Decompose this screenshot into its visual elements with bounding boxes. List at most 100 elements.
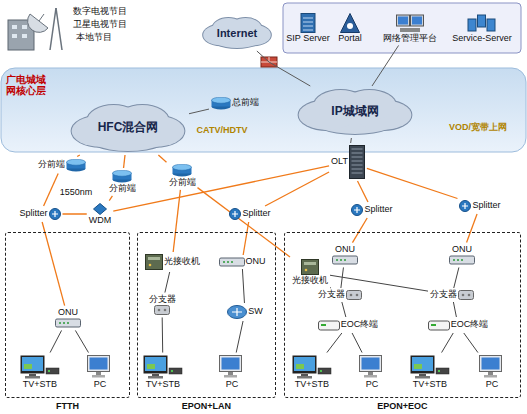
pc-icon — [219, 355, 245, 379]
subheadend-node: 分前端 — [108, 169, 137, 195]
access-group: ONUTV+STBPCFTTH — [5, 232, 130, 412]
server-icon: 网络管理平台 — [382, 12, 438, 45]
connector — [257, 51, 310, 86]
splitter-icon — [351, 204, 363, 216]
node-label: Portal — [338, 34, 362, 44]
node-label: EOC终端 — [341, 320, 379, 330]
router-icon — [172, 164, 192, 177]
node-label: Splitter — [19, 209, 47, 219]
node-label: Internet — [217, 27, 257, 39]
tv-node: TV+STB — [19, 354, 61, 391]
olt-icon — [349, 145, 365, 179]
branch-icon — [346, 290, 362, 300]
connector — [464, 333, 478, 353]
tv-icon — [292, 355, 332, 379]
connector — [330, 287, 332, 289]
server-icon: SIP Server — [285, 12, 330, 45]
pc-icon — [479, 355, 505, 379]
node-label: ONU — [58, 308, 78, 318]
server-panel — [283, 3, 521, 53]
wdm-node: WDM — [88, 202, 113, 227]
tap-node: 分支器 — [317, 289, 363, 301]
connector — [63, 213, 87, 214]
text-label: VOD/宽带上网 — [449, 123, 507, 133]
subheadend-node: 分前端 — [168, 163, 197, 189]
tv-node: TV+STB — [291, 354, 333, 391]
connector — [442, 333, 454, 353]
splitter-icon — [49, 208, 61, 220]
tv-icon — [410, 355, 450, 379]
router-icon — [211, 97, 231, 110]
node-label: SIP Server — [286, 34, 329, 44]
text-label: 本地节目 — [76, 33, 112, 43]
connector — [243, 222, 248, 255]
node-label: EPON+EOC — [284, 402, 521, 412]
onu-node: ONU — [54, 307, 82, 330]
splitter-node: Splitter — [228, 207, 271, 221]
tap-node: 分支器 — [429, 289, 475, 301]
node-label: TV+STB — [23, 380, 57, 390]
connector — [330, 275, 428, 291]
switch-node: SW — [226, 304, 264, 320]
connector — [265, 172, 329, 206]
connector — [173, 190, 180, 252]
connector — [327, 333, 342, 353]
connector — [236, 321, 243, 353]
connector — [352, 218, 367, 243]
node-label: PC — [94, 380, 107, 390]
node-label: Service-Server — [452, 34, 512, 44]
connector — [50, 330, 61, 352]
tap-node: 分支器 — [148, 294, 177, 317]
connector — [342, 302, 346, 317]
node-label: 分支器 — [318, 290, 345, 300]
node-label: ONU — [246, 257, 266, 267]
connector — [165, 272, 170, 293]
text-label: 卫星电视节目 — [73, 20, 127, 30]
connector — [352, 333, 362, 353]
core-layer-band: 总前端HFC混合网IP城域网广电城域网核心层 — [0, 68, 527, 152]
nms-icon — [396, 13, 424, 33]
node-label: 分前端 — [169, 178, 196, 188]
router-icon — [112, 170, 132, 183]
node-label: 网络管理平台 — [383, 34, 437, 44]
splitter-node: Splitter — [350, 203, 393, 217]
connector — [242, 269, 244, 303]
node-label: 总前端 — [232, 98, 259, 108]
node-label: HFC混合网 — [98, 121, 159, 134]
connector — [113, 166, 329, 211]
receiver-node: 光接收机 — [291, 258, 329, 287]
node-label: SW — [248, 307, 263, 317]
splitter-icon — [229, 208, 241, 220]
onu-icon — [55, 318, 81, 328]
eoc-node: EOC终端 — [427, 318, 490, 332]
branch-icon — [458, 290, 474, 300]
eoc-icon — [318, 319, 340, 331]
connector — [367, 168, 458, 198]
ip-cloud: IP城域网 — [295, 87, 415, 137]
onu-node: ONU — [448, 244, 476, 267]
connector — [467, 214, 477, 243]
connector — [124, 155, 125, 168]
pc-node: PC — [86, 354, 114, 391]
sip-icon — [299, 13, 317, 33]
connector — [357, 181, 367, 202]
node-label: PC — [366, 380, 379, 390]
node-label: 光接收机 — [292, 276, 328, 286]
optrx-icon — [301, 259, 319, 275]
svc-icon — [467, 13, 497, 33]
connector — [350, 138, 352, 143]
connector — [77, 155, 80, 157]
access-group: 光接收机ONU分支器SWTV+STBPCEPON+LAN — [137, 232, 276, 412]
node-label: PC — [226, 380, 239, 390]
connector — [75, 330, 88, 352]
connector — [162, 317, 164, 352]
server-icon: Service-Server — [451, 12, 513, 45]
node-label: 分前端 — [109, 184, 136, 194]
tv-icon — [20, 355, 60, 379]
onu-node: ONU — [331, 244, 359, 267]
text-label: 数字电视节目 — [73, 7, 127, 17]
onu-icon — [449, 255, 475, 265]
node-label: 分前端 — [38, 160, 65, 170]
node-label: 光接收机 — [164, 257, 200, 267]
